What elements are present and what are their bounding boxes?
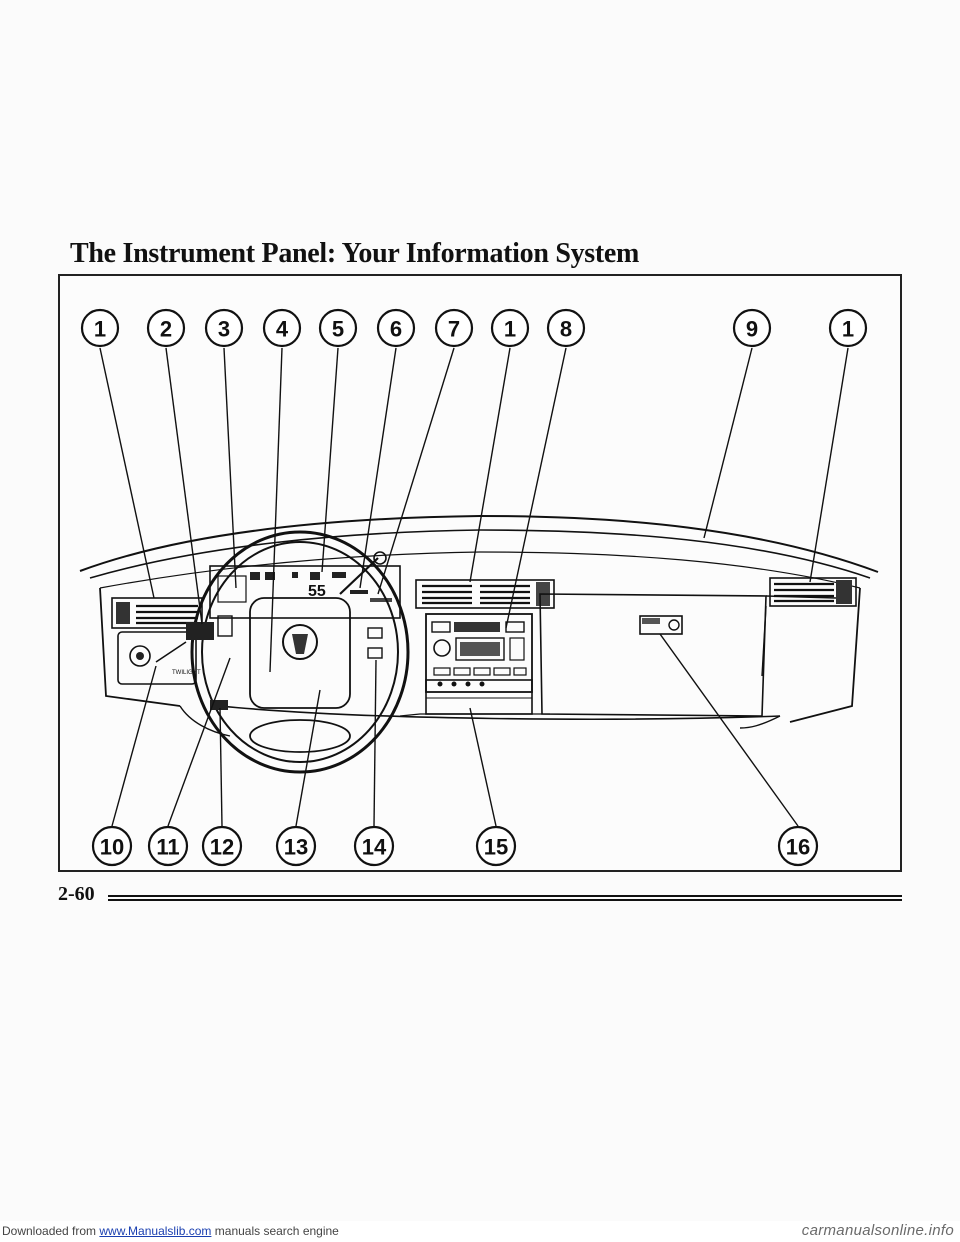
download-notice: Downloaded from www.Manualslib.com manua… [2, 1224, 339, 1238]
right-air-vent [769, 577, 857, 607]
svg-text:11: 11 [156, 835, 179, 860]
svg-text:1: 1 [504, 317, 516, 342]
center-air-vents [415, 579, 555, 609]
svg-text:10: 10 [100, 835, 124, 860]
svg-text:6: 6 [390, 317, 402, 342]
svg-text:15: 15 [484, 835, 508, 860]
page-number: 2-60 [58, 883, 95, 905]
svg-text:14: 14 [362, 835, 387, 860]
svg-text:1: 1 [842, 317, 854, 342]
instrument-panel-diagram: TWILIGHT 55 [79, 308, 879, 867]
svg-text:9: 9 [746, 317, 758, 342]
lower-console-compartment [425, 679, 533, 715]
dashboard-outline [79, 514, 879, 737]
speed-readout: 55 [308, 583, 326, 600]
callout-6: 6 [376, 308, 416, 348]
download-prefix: Downloaded from [2, 1224, 100, 1238]
callout-5: 5 [318, 308, 358, 348]
svg-text:12: 12 [210, 835, 234, 860]
footer-double-rule [108, 895, 902, 902]
svg-text:3: 3 [218, 317, 230, 342]
twilight-label: TWILIGHT [172, 670, 201, 676]
callout-1-right-vent: 1 [828, 308, 868, 348]
watermark-text: carmanualsonline.info [801, 1222, 954, 1239]
svg-text:16: 16 [786, 835, 810, 860]
callout-15: 15 [475, 825, 517, 867]
svg-text:8: 8 [560, 317, 572, 342]
left-air-vent [111, 597, 203, 629]
audio-climate-controls [425, 613, 533, 693]
download-footer: Downloaded from www.Manualslib.com manua… [0, 1221, 960, 1242]
manualslib-link[interactable]: www.Manualslib.com [99, 1224, 212, 1238]
callout-10: 10 [91, 825, 133, 867]
svg-text:4: 4 [276, 317, 289, 342]
callout-1-left-vent: 1 [80, 308, 120, 348]
instrument-cluster: 55 [209, 565, 401, 619]
download-suffix: manuals search engine [211, 1224, 339, 1238]
svg-text:7: 7 [448, 317, 460, 342]
callout-16: 16 [777, 825, 819, 867]
callout-4: 4 [262, 308, 302, 348]
steering-wheel [186, 530, 410, 774]
callout-3: 3 [204, 308, 244, 348]
headlamp-switch-panel: TWILIGHT [117, 631, 201, 685]
callout-11: 11 [147, 825, 189, 867]
callout-13: 13 [275, 825, 317, 867]
instrument-panel-figure: TWILIGHT 55 [58, 274, 902, 872]
svg-text:13: 13 [284, 835, 308, 860]
callout-2: 2 [146, 308, 186, 348]
callout-14: 14 [353, 825, 395, 867]
callout-1-center-vent: 1 [490, 308, 530, 348]
callout-7: 7 [434, 308, 474, 348]
svg-text:2: 2 [160, 317, 172, 342]
page-title: The Instrument Panel: Your Information S… [70, 238, 640, 269]
svg-text:1: 1 [94, 317, 106, 342]
callout-12: 12 [201, 825, 243, 867]
leader-lines [99, 347, 849, 827]
glove-box [539, 593, 837, 717]
svg-text:5: 5 [332, 317, 344, 342]
callout-8: 8 [546, 308, 586, 348]
callout-9: 9 [732, 308, 772, 348]
